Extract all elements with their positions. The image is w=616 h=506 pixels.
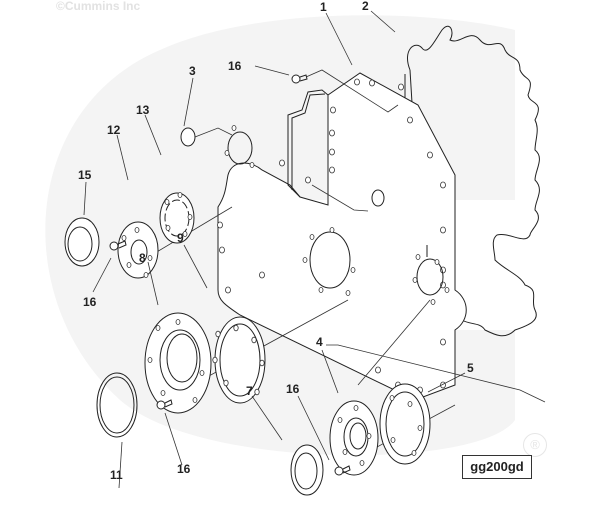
- registered-mark: ®: [523, 433, 547, 457]
- capscrew-16-bottom-right[interactable]: [334, 465, 351, 476]
- callout-13[interactable]: 13: [136, 103, 150, 117]
- diagram-id-label: gg200gd: [462, 455, 532, 479]
- capscrew-16-bottom-left[interactable]: [156, 399, 173, 410]
- callout-12[interactable]: 12: [107, 123, 121, 137]
- capscrew-16-top[interactable]: [291, 74, 308, 84]
- oil-seal-15[interactable]: [64, 217, 100, 267]
- callout-16-left[interactable]: 16: [83, 295, 97, 309]
- callout-16-top[interactable]: 16: [228, 59, 242, 73]
- callout-8[interactable]: 8: [139, 251, 146, 265]
- callout-arrows: [83, 10, 466, 489]
- cover-bore-right: [416, 258, 444, 296]
- callout-4[interactable]: 4: [316, 335, 323, 349]
- oil-seal-7[interactable]: [290, 444, 324, 496]
- seal-carrier-8[interactable]: [144, 312, 212, 414]
- callout-3[interactable]: 3: [189, 64, 196, 78]
- cover-bolt-holes: [217, 78, 446, 394]
- callout-16-bottom-left[interactable]: 16: [177, 462, 191, 476]
- cover-bore-center: [309, 231, 351, 289]
- callout-2[interactable]: 2: [362, 0, 369, 13]
- carrier-gasket-5[interactable]: [379, 383, 431, 465]
- callout-11[interactable]: 11: [110, 468, 123, 482]
- o-ring-11[interactable]: [96, 372, 138, 438]
- callout-15[interactable]: 15: [78, 168, 92, 182]
- cover-plate-12[interactable]: [117, 221, 159, 279]
- callout-9[interactable]: 9: [177, 231, 184, 245]
- callout-16-bottom-right[interactable]: 16: [286, 382, 300, 396]
- carrier-gasket-9[interactable]: [212, 316, 266, 404]
- plug-3[interactable]: [180, 127, 196, 147]
- cover-plate-gasket-13[interactable]: [159, 192, 195, 244]
- callout-1[interactable]: 1: [320, 0, 327, 14]
- cover-gasket-2[interactable]: [407, 25, 540, 337]
- capscrew-16-left[interactable]: [109, 240, 127, 251]
- seal-carrier-4[interactable]: [329, 400, 379, 476]
- front-cover-1[interactable]: [217, 72, 467, 401]
- copyright-notice: ©Cummins Inc: [56, 0, 141, 13]
- callout-5[interactable]: 5: [467, 361, 474, 375]
- callout-7[interactable]: 7: [246, 384, 253, 398]
